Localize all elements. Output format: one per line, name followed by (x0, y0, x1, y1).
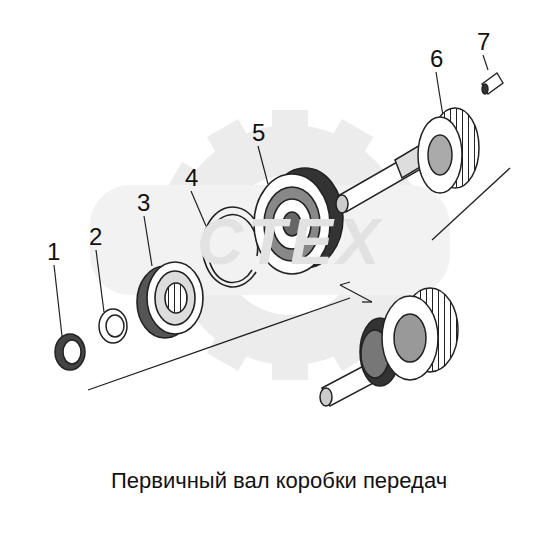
caption: Первичный вал коробки передач (111, 470, 447, 492)
callout-number: 4 (185, 166, 198, 190)
seal-1 (55, 334, 85, 370)
gear-tooth (272, 350, 308, 380)
washer-2 (99, 309, 127, 343)
callout-number: 3 (137, 191, 150, 215)
assembly-lines (88, 168, 510, 390)
assembled-shaft (320, 288, 458, 406)
input-shaft-6 (336, 108, 479, 213)
callout-number: 7 (477, 30, 490, 54)
gear-tooth (272, 110, 308, 140)
callout-number: 5 (252, 121, 265, 145)
callout-number: 6 (430, 47, 443, 71)
gear-tooth (207, 327, 253, 371)
callout-number: 1 (47, 240, 60, 264)
watermark-gear (90, 110, 450, 380)
bearing-3 (137, 262, 203, 338)
gear-tooth (327, 119, 373, 163)
gear-tooth (207, 119, 253, 163)
watermark: CTEX (197, 210, 384, 274)
callout-number: 2 (89, 225, 102, 249)
pin-7 (482, 73, 503, 94)
